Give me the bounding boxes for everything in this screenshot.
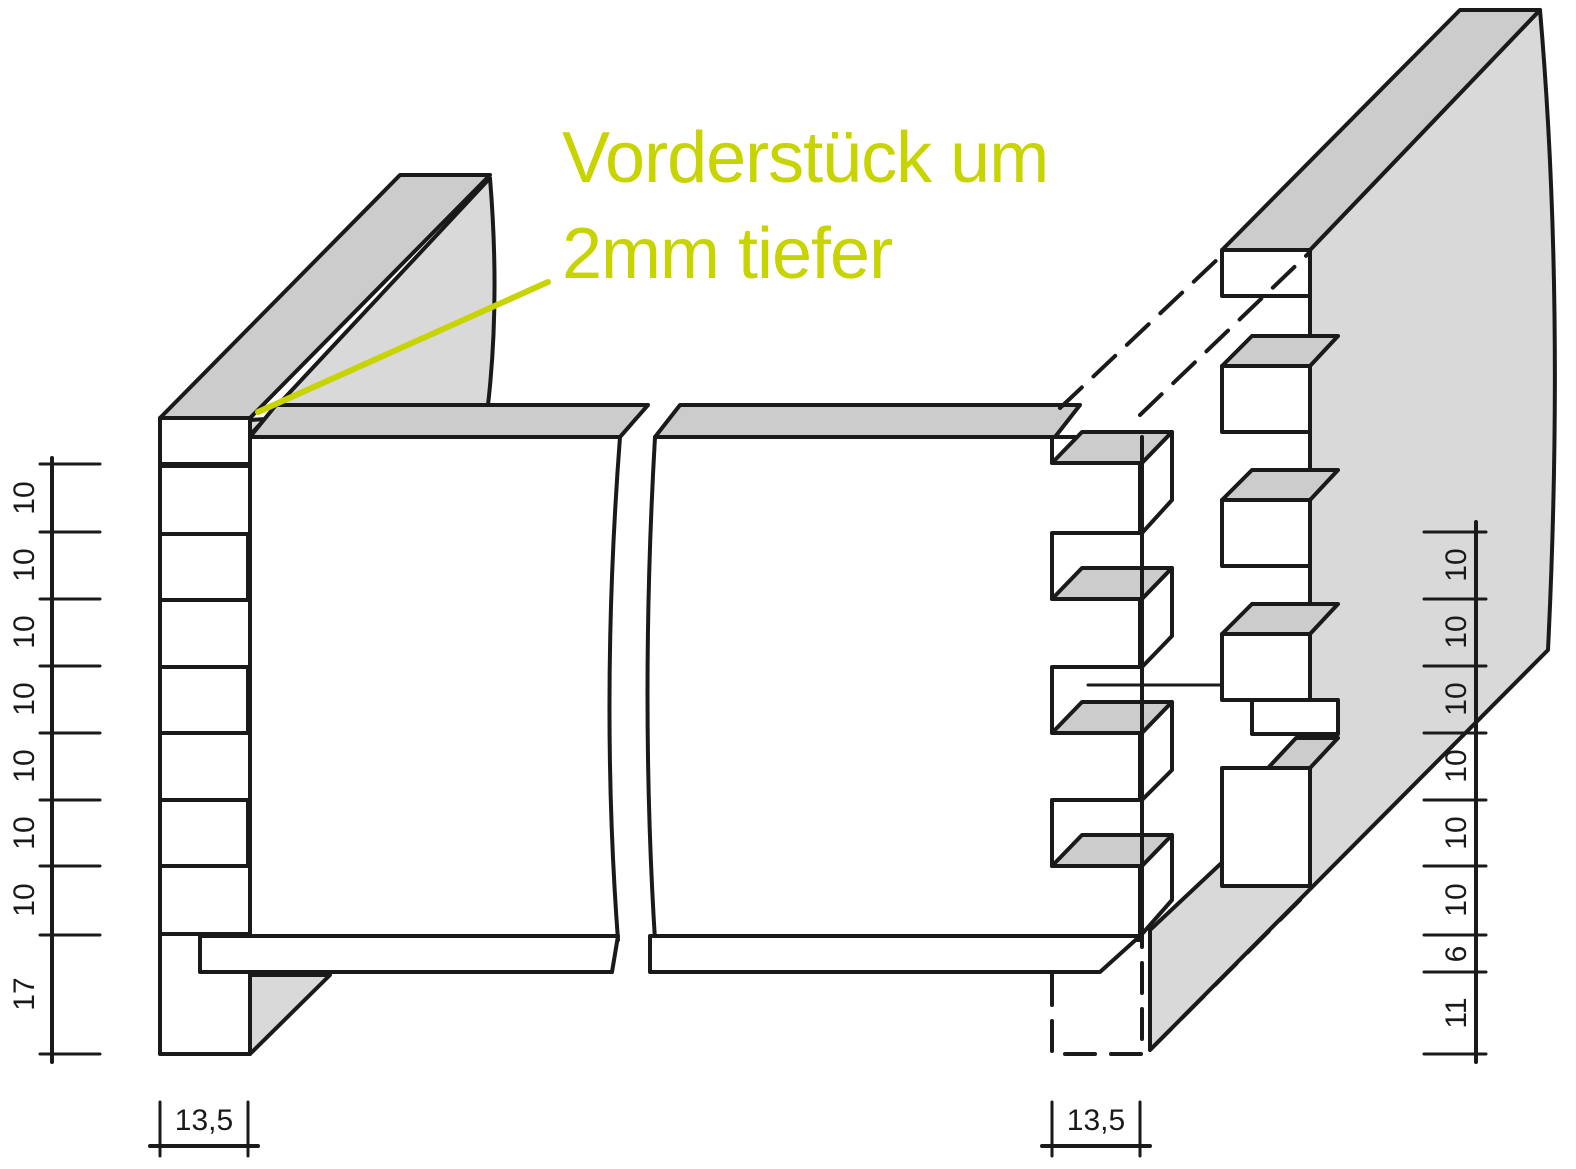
annotation-line-1: Vorderstück um	[562, 118, 1048, 198]
left-dim-8: 17	[8, 977, 41, 1010]
right-dim-8: 11	[1440, 997, 1473, 1028]
left-dimension-chain: 10 10 10 10 10 10 10 17	[8, 456, 102, 1064]
right-dim-4: 10	[1440, 749, 1473, 782]
bottom-dimension-right: 13,5	[1040, 1100, 1152, 1158]
annotation-leader-line	[255, 279, 551, 415]
left-dim-3: 10	[8, 615, 41, 648]
right-dim-1: 10	[1440, 548, 1473, 581]
right-dim-5: 10	[1440, 816, 1473, 849]
right-dim-6: 10	[1440, 883, 1473, 916]
bottom-dim-left-label: 13,5	[175, 1104, 233, 1137]
annotation-line-2: 2mm tiefer	[562, 214, 892, 294]
left-dim-5: 10	[8, 749, 41, 782]
side-board-right	[645, 403, 1174, 974]
left-dim-2: 10	[8, 548, 41, 581]
back-panel	[1086, 8, 1557, 1052]
front-piece	[158, 173, 497, 1056]
right-dimension-chain: 10 10 10 10 10 10 6 11	[1422, 520, 1488, 1064]
hidden-lines	[1050, 250, 1312, 1056]
side-board-left	[198, 403, 650, 974]
left-dim-7: 10	[8, 883, 41, 916]
left-dim-6: 10	[8, 816, 41, 849]
bottom-dim-right-label: 13,5	[1067, 1104, 1125, 1137]
bottom-dimension-left: 13,5	[148, 1100, 260, 1158]
left-dim-1: 10	[8, 481, 41, 514]
right-dim-3: 10	[1440, 682, 1473, 715]
right-dim-7: 6	[1440, 946, 1473, 963]
right-dim-2: 10	[1440, 615, 1473, 648]
annotation: Vorderstück um 2mm tiefer	[255, 118, 1049, 415]
left-dim-4: 10	[8, 682, 41, 715]
